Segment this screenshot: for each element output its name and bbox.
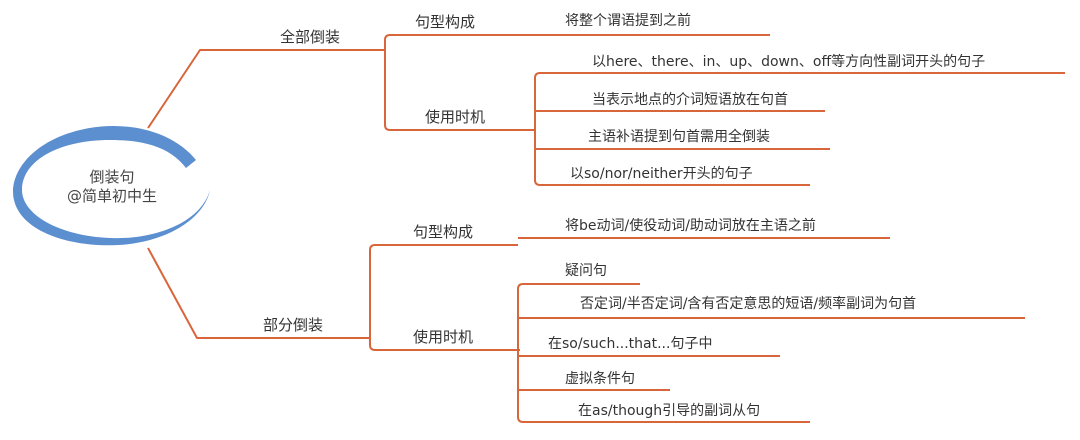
leaf-item[interactable]: 将整个谓语提到之前 [565,12,691,29]
sub-usage-2[interactable]: 使用时机 [413,328,473,346]
bracket-branch-2 [369,244,520,351]
leaf-item[interactable]: 以here、there、in、up、down、off等方向性副词开头的句子 [592,53,985,70]
center-node[interactable]: 倒装句 @简单初中生 [13,125,211,246]
leaf-item[interactable]: 主语补语提到句首需用全倒装 [588,128,770,145]
connector-branch-1 [147,49,385,129]
branch-full-inversion[interactable]: 全部倒装 [280,28,340,46]
leaf-item[interactable]: 以so/nor/neither开头的句子 [570,166,753,182]
center-title: 倒装句 [89,168,134,186]
bracket-branch-1 [384,34,535,131]
leaf-item[interactable]: 疑问句 [565,263,607,279]
branch-partial-inversion[interactable]: 部分倒装 [263,316,323,334]
leaf-item[interactable]: 否定词/半否定词/含有否定意思的短语/频率副词为句首 [580,295,916,312]
leaf-item[interactable]: 在as/though引导的副词从句 [578,403,760,419]
bracket-usage-1 [534,72,1065,186]
sub-structure-1[interactable]: 句型构成 [415,13,475,31]
center-ellipse [14,128,206,244]
leaf-item[interactable]: 在so/such...that...句子中 [548,336,712,352]
leaf-item[interactable]: 虚拟条件句 [565,370,635,387]
leaf-item[interactable]: 当表示地点的介词短语放在句首 [592,92,788,108]
leaf-item[interactable]: 将be动词/使役动词/助动词放在主语之前 [565,217,816,234]
connector-branch-2 [147,247,370,339]
sub-structure-2[interactable]: 句型构成 [413,223,473,241]
center-subtitle: @简单初中生 [67,187,157,205]
bracket-usage-2 [517,283,1025,423]
sub-usage-1[interactable]: 使用时机 [425,108,485,126]
